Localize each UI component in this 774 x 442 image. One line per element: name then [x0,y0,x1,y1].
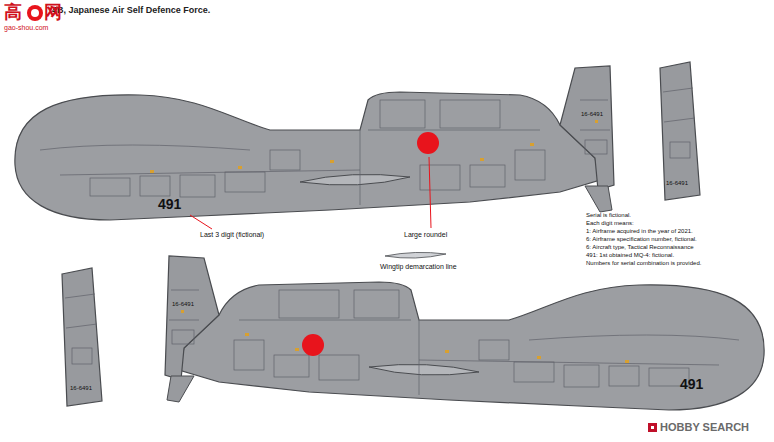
note-line: 6: Airframe specification number, fictio… [586,236,697,243]
callout-text: Large roundel [404,231,447,239]
tail-serial: 16-6491 [581,111,603,118]
tail-serial: 16-6491 [666,180,688,187]
tail-serial: 16-6491 [172,301,194,308]
note-line: 6: Aircraft type, Tactical Reconnaissanc… [586,244,694,251]
tail-serial: 16-6491 [70,385,92,392]
callout-text: Wingtip demarcation line [380,263,457,271]
note-line: Numbers for serial combination is provid… [586,260,701,267]
watermark-char: 网 [44,2,62,23]
note-line: 491: 1st obtained MQ-4: fictional. [586,252,674,259]
note-line: Serial is fictional. [586,212,631,219]
note-line: 1: Airframe acquired in the year of 2021… [586,228,693,235]
watermark-text: HOBBY SEARCH [660,421,749,434]
sheet-title: 4B, Japanese Air Self Defence Force. [52,5,210,15]
callout-text: Last 3 digit (fictional) [200,231,264,239]
serial-number: 491 [158,196,181,212]
note-line: Each digit means: [586,220,634,227]
watermark-url: gao-shou.com [4,24,48,32]
watermark-char: 高 [4,2,22,23]
serial-number: 491 [680,376,703,392]
